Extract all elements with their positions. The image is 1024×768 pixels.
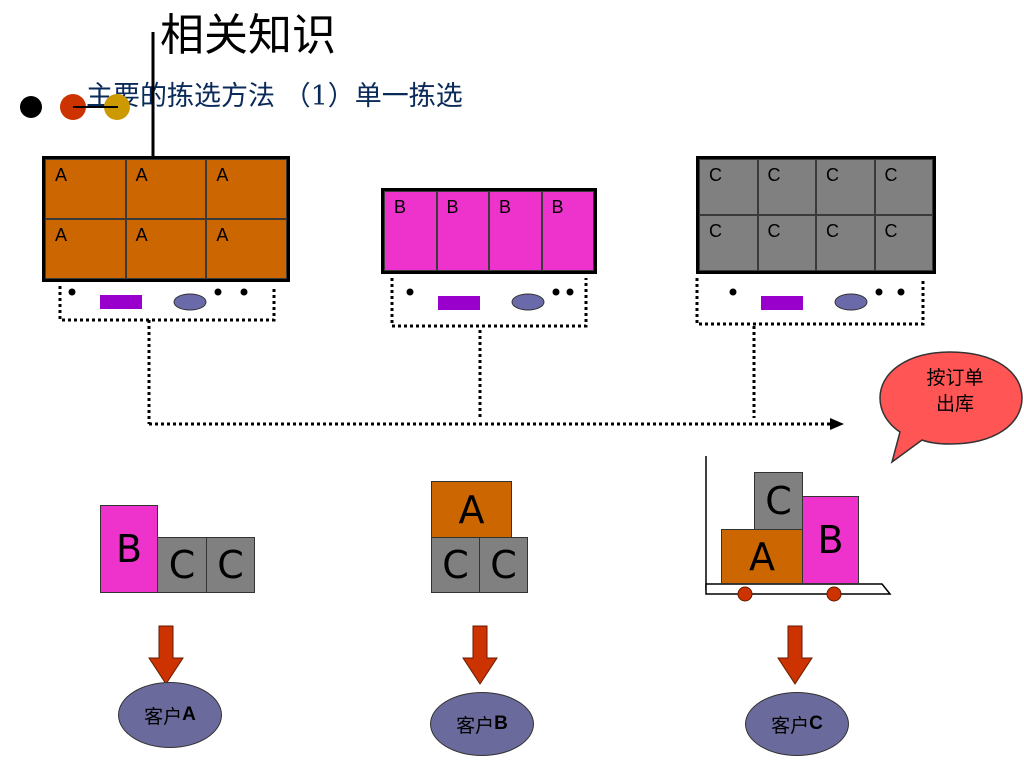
- rack-b-cell: B: [436, 191, 489, 271]
- order-c-box-a: A: [721, 529, 803, 584]
- rack-b-cell: B: [489, 191, 542, 271]
- rack-a-cell: A: [45, 219, 126, 279]
- rack-a-cell: A: [45, 159, 126, 219]
- subtitle: 主要的拣选方法 （1）单一拣选: [86, 81, 463, 112]
- order-b-box-c: C: [479, 537, 528, 593]
- rack-c-cell: C: [699, 159, 758, 215]
- page-title: 相关知识: [160, 10, 336, 61]
- rack-c-cell: C: [874, 215, 933, 271]
- customer-a-letter: A: [182, 704, 196, 725]
- callout-line-1: 按订单: [926, 368, 984, 389]
- customer-c-prefix: 客户: [771, 715, 810, 737]
- rack-a-cell: A: [206, 219, 287, 279]
- customer-a-prefix: 客户: [144, 706, 183, 728]
- rack-a-cell: A: [206, 159, 287, 219]
- order-c-box-b: B: [802, 496, 859, 584]
- customer-c-letter: C: [809, 713, 823, 734]
- customer-b-prefix: 客户: [456, 715, 495, 737]
- rack-c-cell: C: [874, 159, 933, 215]
- picking-cart-b: [390, 278, 588, 328]
- picking-cart-c: [695, 278, 925, 326]
- rack-c-cell: C: [699, 215, 758, 271]
- order-a-box-b: B: [100, 505, 158, 593]
- rack-b-cell: B: [384, 191, 437, 271]
- order-a-box-c: C: [157, 537, 207, 593]
- bullet-black: [20, 96, 42, 118]
- picking-cart-a: [58, 286, 276, 322]
- rack-c-cell: C: [816, 159, 875, 215]
- rack-c-cell: C: [757, 159, 816, 215]
- rack-c: C C C C C C C C: [696, 156, 936, 274]
- order-b-box-c: C: [431, 537, 480, 593]
- rack-c-cell: C: [816, 215, 875, 271]
- rack-b: B B B B: [381, 188, 597, 274]
- customer-b-letter: B: [494, 713, 508, 734]
- rack-a-cell: A: [125, 219, 207, 279]
- order-b-box-a: A: [431, 481, 512, 538]
- order-c-box-c: C: [754, 472, 803, 530]
- callout-line-2: 出库: [935, 394, 974, 415]
- order-a-box-c: C: [206, 537, 255, 593]
- rack-a: A A A A A A: [42, 156, 290, 282]
- rack-c-cell: C: [757, 215, 816, 271]
- callout-text: 按订单 出库: [900, 366, 1010, 418]
- rack-b-cell: B: [541, 191, 594, 271]
- rack-a-cell: A: [125, 159, 207, 219]
